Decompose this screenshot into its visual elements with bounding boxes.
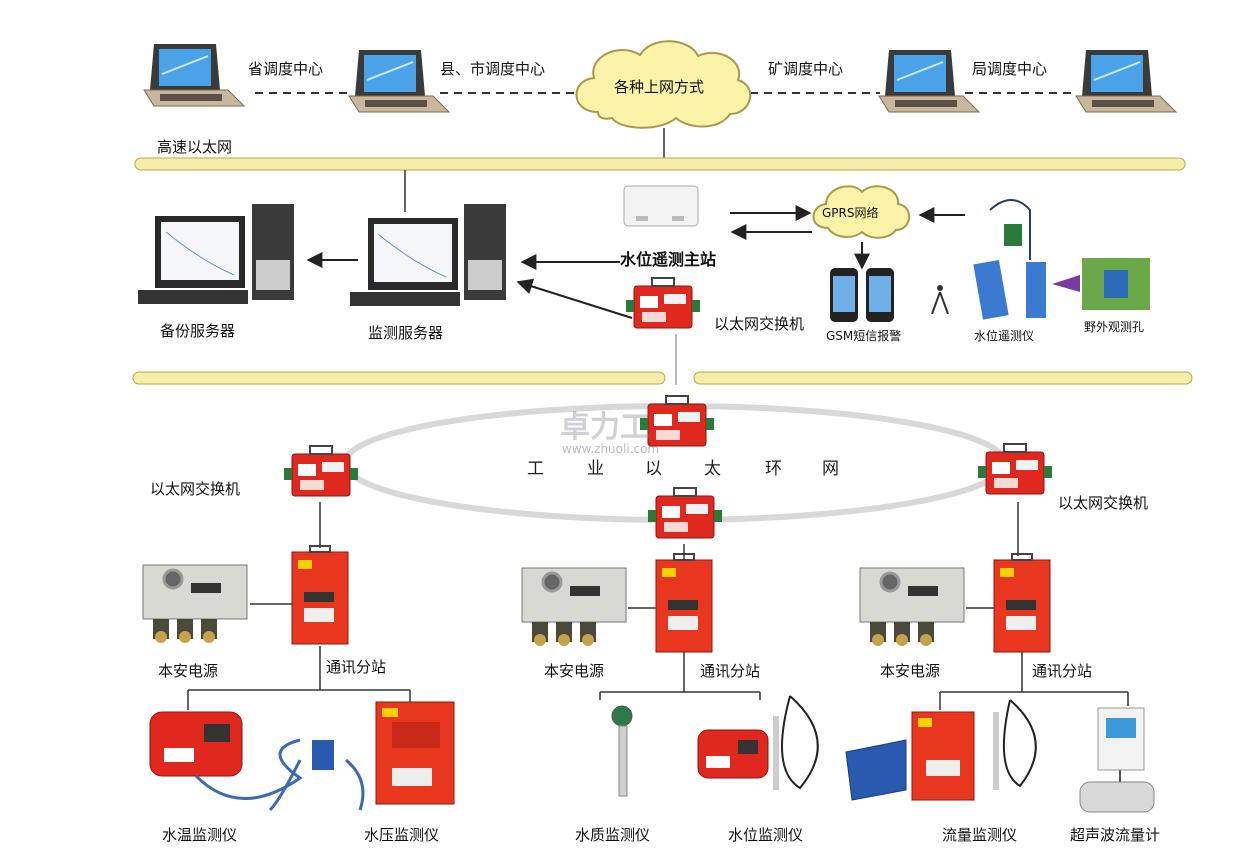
power-supply-icon xyxy=(520,566,628,648)
gprs-cloud-icon xyxy=(812,185,910,239)
phone-icon xyxy=(830,268,894,322)
internet-cloud-icon xyxy=(575,40,752,129)
switch-label-right: 以太网交换机 xyxy=(1058,494,1149,512)
ethernet-bus-left xyxy=(132,371,666,385)
water-temp-monitor-icon xyxy=(149,711,303,800)
ultrasonic-flowmeter-icon xyxy=(1079,707,1155,813)
substation-label: 通讯分站 xyxy=(700,662,761,680)
field-hole-icon xyxy=(1082,258,1150,310)
substation-icon xyxy=(291,545,349,645)
monitor-server-icon xyxy=(350,204,506,306)
laptop-icon xyxy=(878,49,980,113)
ring-char: 业 xyxy=(587,459,604,479)
gprs-label: GPRS网络 xyxy=(822,206,879,220)
main-station-icon xyxy=(623,185,699,227)
switch-label-left: 以太网交换机 xyxy=(150,480,241,498)
ring-char: 网 xyxy=(822,459,839,479)
water-quality-monitor-icon xyxy=(611,705,633,797)
ring-char: 以 xyxy=(645,459,662,479)
node-province: 省调度中心 xyxy=(248,60,324,78)
ethernet-switch-icon xyxy=(625,277,701,329)
device-label: 超声波流量计 xyxy=(1070,826,1161,844)
laptop-icon xyxy=(348,49,450,113)
node-county: 县、市调度中心 xyxy=(440,60,546,78)
substation-icon xyxy=(655,553,713,653)
arrow-from-hole xyxy=(1052,275,1080,292)
laptop-icon xyxy=(143,43,245,107)
switch-label-top: 以太网交换机 xyxy=(714,315,805,333)
power-label: 本安电源 xyxy=(880,662,941,680)
flow-monitor-icon xyxy=(845,699,1037,801)
ethernet-switch-icon xyxy=(283,445,359,497)
watermark-text: 卓力工 xyxy=(560,410,650,445)
power-label: 本安电源 xyxy=(544,662,605,680)
node-bureau: 局调度中心 xyxy=(972,60,1048,78)
main-station-label: 水位遥测主站 xyxy=(620,250,717,269)
bus-label: 高速以太网 xyxy=(157,138,233,156)
substation-icon xyxy=(993,553,1051,653)
device-label: 水位监测仪 xyxy=(728,826,804,844)
power-label: 本安电源 xyxy=(158,662,219,680)
ring-char: 太 xyxy=(704,459,721,479)
node-mine: 矿调度中心 xyxy=(768,60,844,78)
backup-server-label: 备份服务器 xyxy=(160,322,236,340)
ring-char: 环 xyxy=(765,459,782,479)
water-pressure-monitor-icon xyxy=(375,701,455,805)
power-supply-icon xyxy=(858,566,966,648)
device-label: 水压监测仪 xyxy=(364,826,440,844)
ethernet-switch-icon xyxy=(639,395,715,447)
device-label: 流量监测仪 xyxy=(942,826,1018,844)
monitor-server-label: 监测服务器 xyxy=(368,324,444,342)
substation-label: 通讯分站 xyxy=(326,658,387,676)
backup-server-icon xyxy=(138,204,294,304)
ethernet-bus-top xyxy=(134,157,1186,171)
water-level-telemeter-icon xyxy=(973,199,1046,320)
field-hole-label: 野外观测孔 xyxy=(1084,320,1145,334)
ethernet-switch-icon xyxy=(977,443,1053,495)
laptop-icon xyxy=(1075,49,1177,113)
watermark-url: www.zhuoli.com xyxy=(562,442,660,456)
ring-char: 工 xyxy=(527,459,544,479)
cloud-label: 各种上网方式 xyxy=(614,78,705,96)
gsm-label: GSM短信报警 xyxy=(826,329,902,343)
substation-label: 通讯分站 xyxy=(1032,662,1093,680)
telemeter-label: 水位遥测仪 xyxy=(974,329,1035,343)
device-label: 水质监测仪 xyxy=(575,826,651,844)
ethernet-switch-icon xyxy=(647,487,723,539)
ethernet-bus-right xyxy=(693,371,1193,385)
power-supply-icon xyxy=(141,563,249,645)
arrow-to-monitor-2 xyxy=(516,278,633,319)
water-level-monitor-icon xyxy=(697,695,819,790)
device-label: 水温监测仪 xyxy=(162,826,238,844)
junction-box-icon xyxy=(268,740,365,812)
antenna-icon xyxy=(931,285,949,315)
